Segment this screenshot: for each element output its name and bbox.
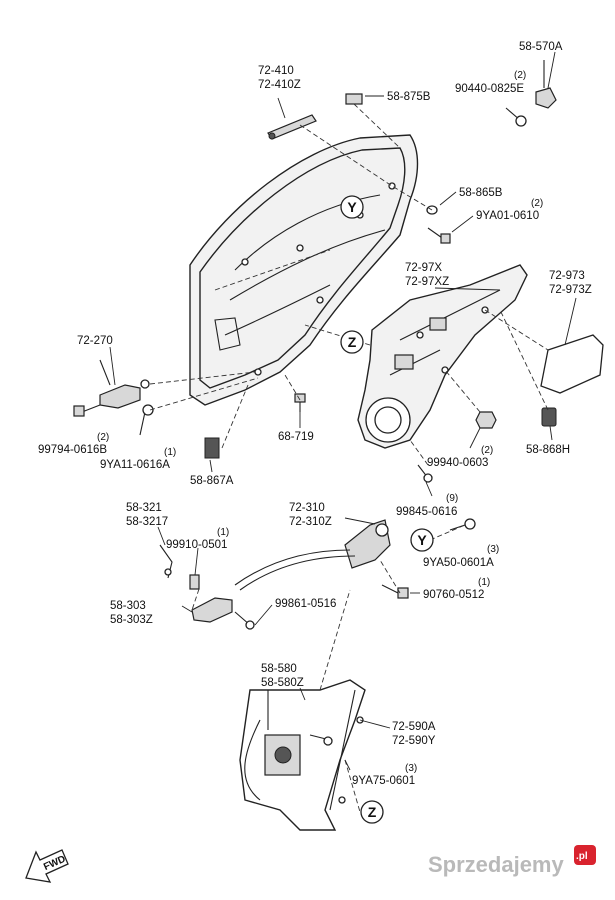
label-p2-code: 58-875B — [387, 91, 431, 103]
label-p22-alt: 58-303Z — [110, 614, 153, 626]
label-p18-code: 99910-0501 — [166, 539, 227, 551]
label-p7-alt: 72-97XZ — [405, 276, 449, 288]
bolt-9ya01 — [427, 227, 451, 244]
callout-z-regulator: Z — [360, 800, 384, 824]
bolt-9ya50 — [449, 518, 476, 531]
label-p24-alt: 58-580Z — [261, 677, 304, 689]
assembly-lines — [149, 103, 549, 813]
label-p5-code: 58-865B — [459, 187, 503, 199]
label-p7-code: 72-97X — [405, 262, 442, 274]
callout-y-latch-text: Y — [417, 532, 427, 548]
label-p24-code: 58-580 — [261, 663, 297, 675]
label-p19-alt: 72-310Z — [289, 516, 332, 528]
screw-99845 — [417, 464, 433, 483]
label-p6-code: 9YA01-0610 — [476, 210, 539, 222]
label-p4-qty: (2) — [514, 70, 526, 81]
label-p26-qty: (3) — [405, 763, 417, 774]
clip-58-867 — [204, 437, 220, 459]
label-p3-code: 58-570A — [519, 41, 563, 53]
label-p14-code: 99940-0603 — [427, 457, 488, 469]
label-p8-code: 72-973 — [549, 270, 585, 282]
label-p1-alt: 72-410Z — [258, 79, 301, 91]
watermark-suffix: .pl — [576, 851, 588, 862]
leader-lines — [109, 51, 577, 771]
clip-99910 — [189, 574, 200, 590]
label-p21-qty: (1) — [478, 577, 490, 588]
label-p10-qty: (2) — [97, 432, 109, 443]
label-p1-code: 72-410 — [258, 65, 294, 77]
callout-z-panel-text: Z — [348, 334, 357, 350]
grommet-58-868 — [541, 407, 557, 427]
label-p22-code: 58-303 — [110, 600, 146, 612]
bolt-9ya11 — [139, 404, 154, 436]
rod-58-321 — [159, 544, 173, 579]
callout-z-panel: Z — [340, 330, 364, 354]
label-p25-code: 72-590A — [392, 721, 436, 733]
callout-y-top-text: Y — [347, 199, 357, 215]
label-p11-code: 9YA11-0616A — [100, 459, 170, 471]
door-check-bracket — [535, 60, 557, 109]
label-p11-qty: (1) — [164, 447, 176, 458]
label-p16-code: 99845-0616 — [396, 506, 457, 518]
label-p17-alt: 58-3217 — [126, 516, 168, 528]
label-p21-code: 90760-0512 — [423, 589, 484, 601]
label-p19-code: 72-310 — [289, 502, 325, 514]
label-p6-qty: (2) — [531, 198, 543, 209]
bumper-68-719 — [294, 393, 306, 412]
watermark-badge — [574, 845, 596, 865]
label-p4-code: 90440-0825E — [455, 83, 524, 95]
insulator-pad — [540, 334, 604, 394]
bolt-90440 — [505, 107, 527, 127]
fwd-arrow: FWD — [25, 849, 69, 883]
latch-72-310 — [234, 519, 391, 591]
hinge-72-270 — [99, 359, 150, 409]
watermark-text: Sprzedajemy — [428, 852, 564, 877]
callout-y-latch: Y — [410, 528, 434, 552]
door-module-panel — [357, 264, 528, 449]
label-p10-code: 99794-0616B — [38, 444, 107, 456]
label-p25-alt: 72-590Y — [392, 735, 436, 747]
bolt-99794 — [73, 404, 101, 417]
label-p8-alt: 72-973Z — [549, 284, 592, 296]
window-regulator — [239, 679, 366, 831]
label-p20-code: 9YA50-0601A — [423, 557, 494, 569]
label-p23-code: 99861-0516 — [275, 598, 336, 610]
callout-z-regulator-text: Z — [368, 804, 377, 820]
label-p15-code: 58-868H — [526, 444, 570, 456]
label-p26-code: 9YA75-0601 — [352, 775, 415, 787]
label-p20-qty: (3) — [487, 544, 499, 555]
label-p17-code: 58-321 — [126, 502, 162, 514]
cover-clip — [345, 93, 363, 105]
watermark: Sprzedajemy .pl — [428, 845, 596, 877]
screw-99861 — [234, 611, 255, 630]
label-p18-qty: (1) — [217, 527, 229, 538]
part-labels: 72-410 72-410Z 58-875B 58-570A (2) 90440… — [38, 41, 592, 787]
label-p13-code: 58-867A — [190, 475, 234, 487]
outer-handle — [267, 114, 317, 140]
label-p14-qty: (2) — [481, 445, 493, 456]
label-p16-qty: (9) — [446, 493, 458, 504]
nut-99940 — [475, 411, 497, 429]
label-p12-code: 68-719 — [278, 431, 314, 443]
label-p9-code: 72-270 — [77, 335, 113, 347]
bolt-90760 — [381, 584, 409, 599]
inner-handle-58-303 — [191, 597, 233, 623]
callout-y-top: Y — [340, 195, 364, 219]
